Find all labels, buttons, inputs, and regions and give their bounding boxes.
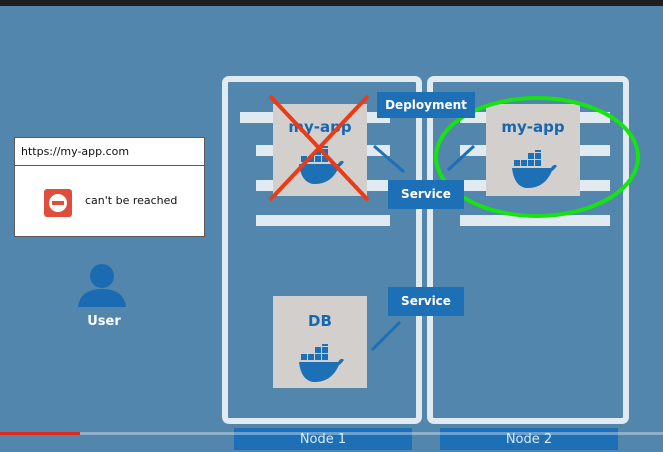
node-2-label: Node 2	[440, 428, 618, 450]
db-service-tag: Service	[388, 287, 464, 316]
node-1-label: Node 1	[234, 428, 412, 450]
no-entry-icon	[44, 189, 72, 217]
app-service-tag: Service	[388, 180, 464, 209]
user-label: User	[87, 314, 121, 329]
docker-whale-icon	[512, 150, 557, 189]
highlight-ellipse	[434, 96, 640, 218]
node-1-stripe	[256, 215, 390, 226]
video-top-bar	[0, 0, 663, 6]
node-1-frame	[222, 76, 422, 424]
video-progress-bar[interactable]	[0, 432, 663, 435]
browser-url-bar[interactable]: https://my-app.com	[15, 138, 204, 166]
healthy-app-pod: my-app	[486, 104, 580, 196]
docker-whale-icon	[299, 344, 344, 383]
user-icon	[78, 264, 126, 307]
node-2-stripe	[460, 215, 610, 226]
healthy-app-pod-title: my-app	[501, 118, 565, 136]
deployment-tag: Deployment	[377, 92, 475, 118]
video-progress-fill	[0, 432, 80, 435]
failure-cross-icon	[268, 94, 370, 202]
database-pod: DB	[273, 296, 367, 388]
database-pod-title: DB	[308, 312, 332, 330]
browser-window: https://my-app.com can't be reached	[14, 137, 205, 237]
node-2-frame	[427, 76, 629, 424]
error-message: can't be reached	[85, 194, 178, 207]
